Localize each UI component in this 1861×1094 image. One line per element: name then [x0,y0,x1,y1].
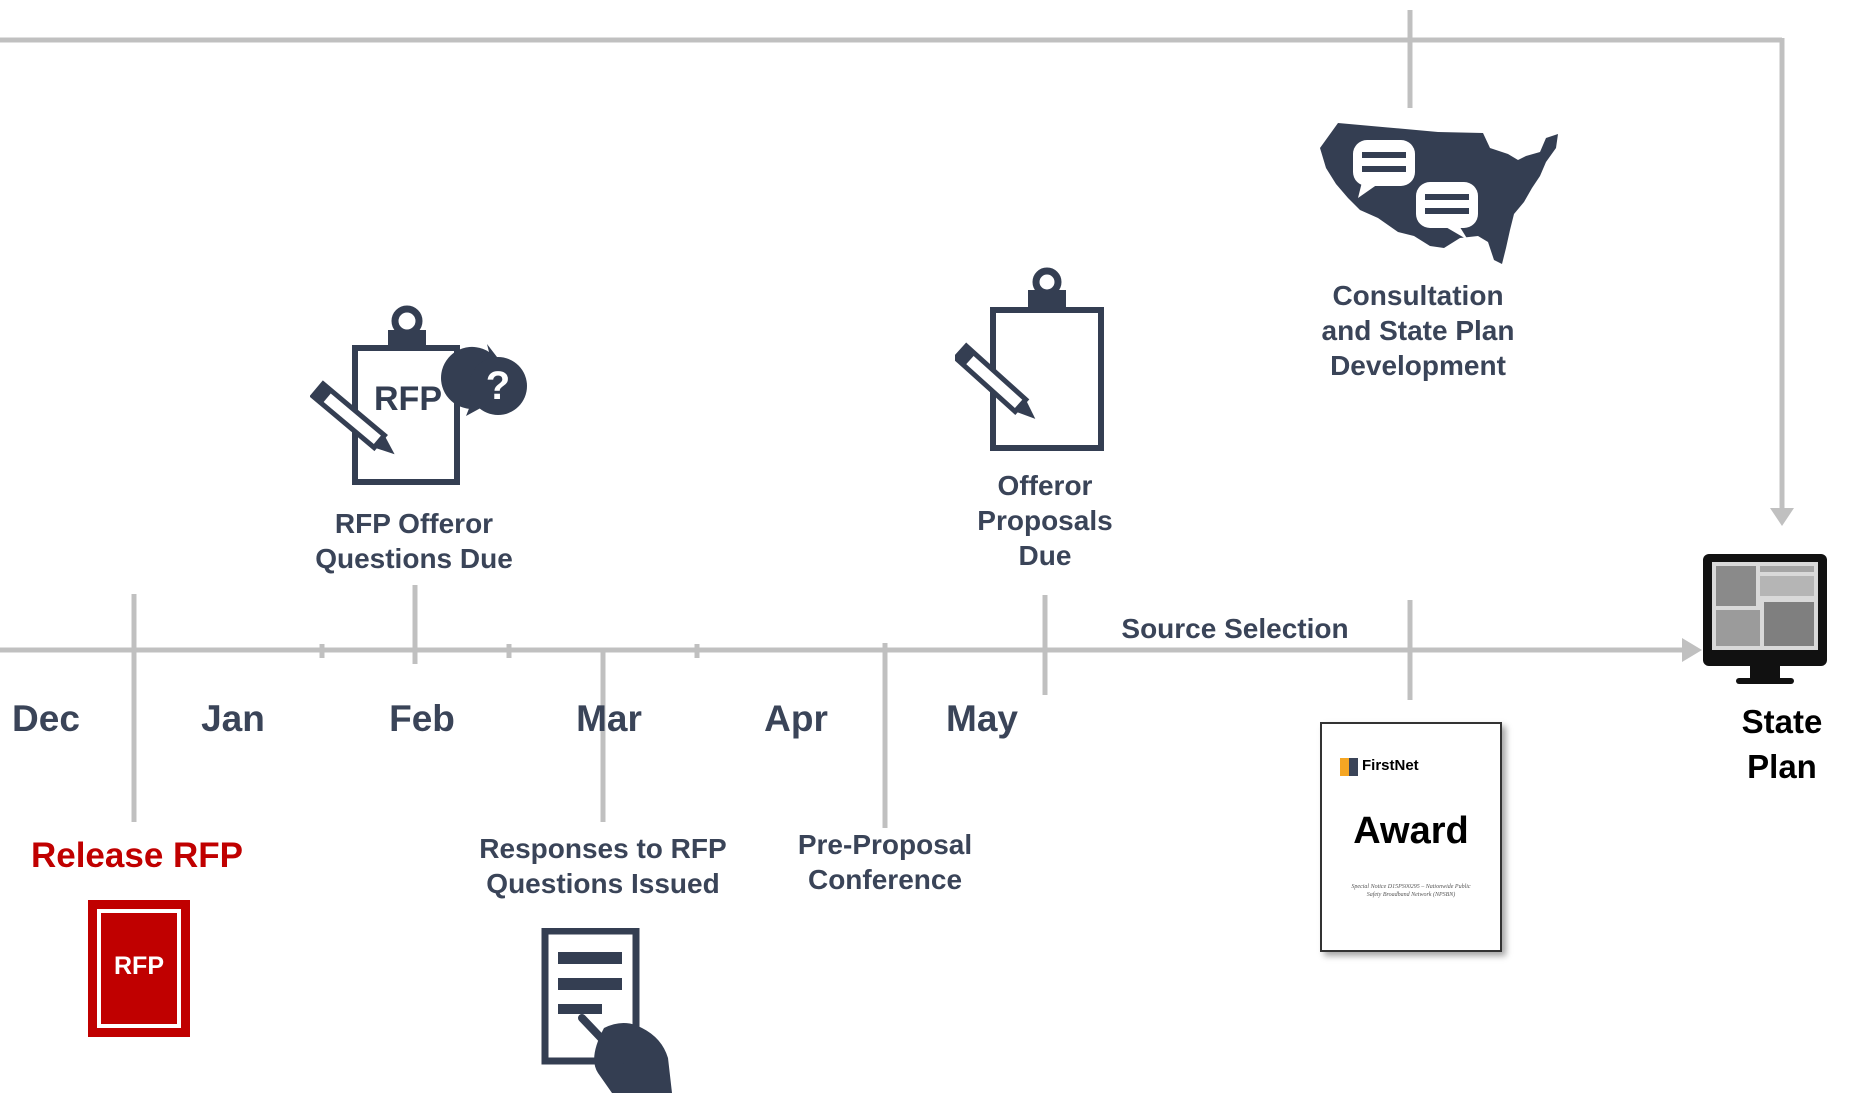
top-arrowhead [1770,508,1794,526]
svg-text:?: ? [486,364,510,408]
document-signing-icon [541,928,672,1093]
axis-arrowhead [1682,638,1702,662]
state-plan-label: State Plan [1741,703,1823,785]
consultation-label: Consultation and State Plan Development [1321,280,1515,381]
award-document: FirstNet Award Special Notice D15PS00295… [1320,722,1502,952]
award-title: Award [1353,810,1469,852]
award-brand: FirstNet [1362,757,1419,774]
month-label-dec: Dec [12,698,80,739]
proposals-due-label: Offeror Proposals Due [977,470,1113,571]
month-label-feb: Feb [389,698,455,739]
award-subtitle: Special Notice D15PS00295 – Nationwide P… [1351,884,1471,898]
clipboard-pen-icon [955,267,1104,451]
source-selection-label: Source Selection [1121,613,1349,644]
us-map-chat-icon [1320,123,1558,264]
rfp-questions-due-label: RFP Offeror Questions Due [315,508,513,574]
release-rfp-label: Release RFP [30,836,244,875]
month-label-mar: Mar [576,698,642,739]
pre-proposal-conference-label: Pre-Proposal Conference [797,829,973,895]
monitor-icon [1703,554,1827,684]
firstnet-logo-icon [1340,758,1358,776]
clipboard-question-icon: ? RFP [310,305,527,485]
rfp-badge-text: RFP [114,952,164,980]
clipboard-rfp-text: RFP [374,380,442,418]
month-label-may: May [946,698,1018,739]
responses-issued-label: Responses to RFP Questions Issued [479,833,727,899]
month-label-apr: Apr [764,698,828,739]
rfp-document-icon: RFP [88,900,190,1037]
month-label-jan: Jan [201,698,265,739]
